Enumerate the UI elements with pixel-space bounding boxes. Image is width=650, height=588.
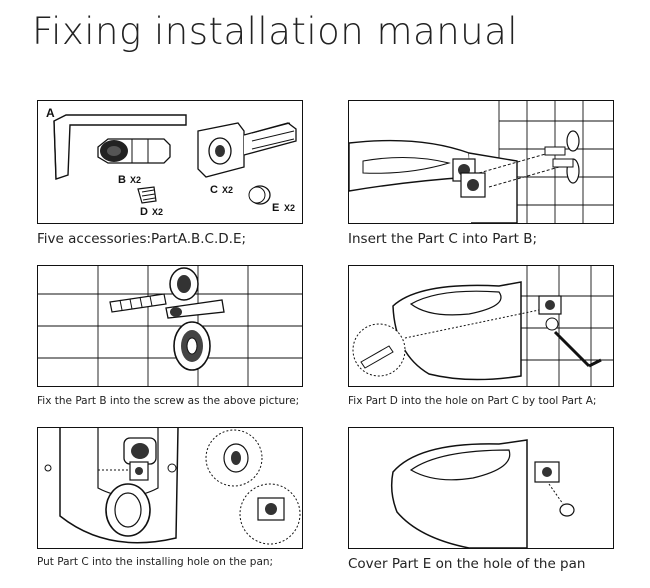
- panel-cover-e: [348, 427, 614, 549]
- cover-e-illustration: [390, 439, 575, 548]
- insert-c-illustration: [349, 101, 613, 223]
- detail-callout: [352, 323, 406, 377]
- panel-put-c-into-hole: [37, 427, 303, 549]
- allen-key-icon: [588, 358, 602, 368]
- caption-fix-d-by-tool-a: Fix Part D into the hole on Part C by to…: [348, 395, 597, 407]
- allen-key-icon: [53, 114, 187, 180]
- caption-cover-e: Cover Part E on the hole of the pan: [348, 556, 586, 572]
- fix-b-illustration: [38, 266, 302, 386]
- fix-d-illustration: [352, 266, 613, 386]
- part-a-label: A: [46, 106, 55, 120]
- panel-accessories: A B X2 D X2 C: [37, 100, 303, 224]
- part-d-label: D: [140, 206, 148, 218]
- part-b-label: B: [118, 174, 126, 186]
- part-e-cap-icon: [559, 503, 575, 517]
- put-c-illustration: [44, 428, 301, 545]
- part-e-label: E: [272, 202, 279, 214]
- part-e-qty: X2: [284, 203, 295, 213]
- caption-accessories: Five accessories:PartA.B.C.D.E;: [37, 231, 247, 247]
- part-c-qty: X2: [222, 185, 233, 195]
- page-title: Fixing installation manual: [32, 10, 519, 53]
- bracket-c-icon: [452, 158, 486, 198]
- wall-tiles: [519, 266, 613, 386]
- panel-fix-b-into-screw: [37, 265, 303, 387]
- part-c-label: C: [210, 184, 218, 196]
- panel-insert-c-into-b: [348, 100, 614, 224]
- threaded-rod-icon: [109, 293, 167, 313]
- panel-fix-d-by-tool-a: [348, 265, 614, 387]
- caption-insert-c-into-b: Insert the Part C into Part B;: [348, 231, 538, 247]
- part-d-qty: X2: [152, 207, 163, 217]
- part-b-insert-icon: [97, 138, 171, 164]
- part-c-bracket-icon: [197, 122, 297, 178]
- accessories-illustration: A B X2 D X2 C: [46, 106, 297, 218]
- caption-put-c-into-hole: Put Part C into the installing hole on t…: [37, 556, 274, 568]
- caption-fix-b-into-screw: Fix the Part B into the screw as the abo…: [37, 395, 300, 407]
- part-d-screw-icon: [137, 186, 157, 204]
- part-b-qty: X2: [130, 175, 141, 185]
- part-e-cap-icon: [248, 185, 271, 205]
